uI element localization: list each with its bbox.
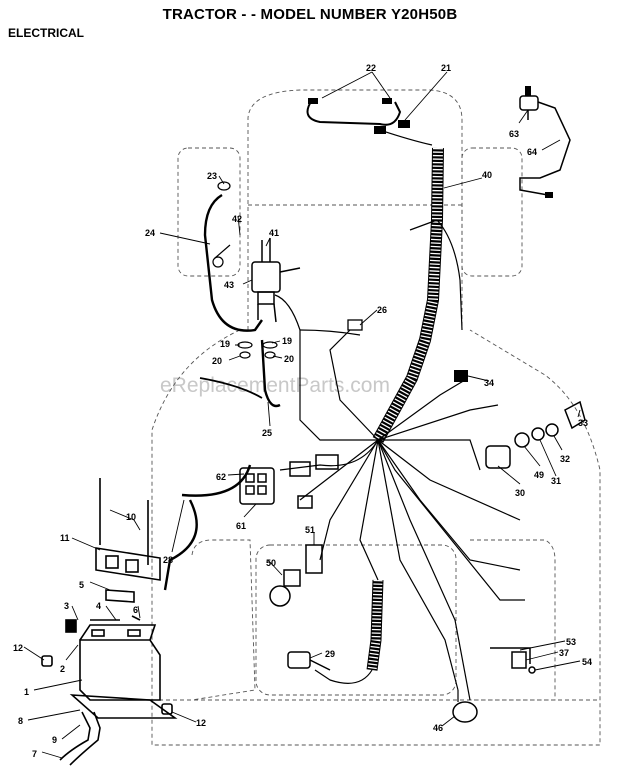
section-label: ELECTRICAL	[8, 26, 84, 40]
callout-62: 62	[216, 472, 226, 482]
callout-32: 32	[560, 454, 570, 464]
callout-33: 33	[578, 418, 588, 428]
watermark: eReplacementParts.com	[160, 374, 390, 397]
callout-30: 30	[515, 488, 525, 498]
callout-4: 4	[96, 601, 101, 611]
callout-53: 53	[566, 637, 576, 647]
callout-43: 43	[224, 280, 234, 290]
callout-3: 3	[64, 601, 69, 611]
diagram-title: TRACTOR - - MODEL NUMBER Y20H50B	[162, 6, 458, 23]
callout-25: 25	[262, 428, 272, 438]
tractor-outline	[151, 89, 601, 746]
callout-61: 61	[236, 521, 246, 531]
callout-21: 21	[441, 63, 451, 73]
callout-31: 31	[551, 476, 561, 486]
callout-51: 51	[305, 525, 315, 535]
callout-41: 41	[269, 228, 279, 238]
callout-9: 9	[52, 735, 57, 745]
callout-49: 49	[534, 470, 544, 480]
callout-50: 50	[266, 558, 276, 568]
callout-40: 40	[482, 170, 492, 180]
callout-63: 63	[509, 129, 519, 139]
callout-12-left: 12	[13, 643, 23, 653]
wiring-harness	[41, 86, 586, 766]
callout-5: 5	[79, 580, 84, 590]
callout-2: 2	[60, 664, 65, 674]
callout-19-right: 19	[282, 336, 292, 346]
callout-12-right: 12	[196, 718, 206, 728]
callout-11: 11	[60, 533, 70, 543]
callout-20-right: 20	[284, 354, 294, 364]
callout-24: 24	[145, 228, 155, 238]
callout-34: 34	[484, 378, 494, 388]
callout-42: 42	[232, 214, 242, 224]
callout-20-left: 20	[212, 356, 222, 366]
callout-28: 28	[163, 555, 173, 565]
callout-22: 22	[366, 63, 376, 73]
callout-8: 8	[18, 716, 23, 726]
callout-19-left: 19	[220, 339, 230, 349]
callout-1: 1	[24, 687, 29, 697]
callout-37: 37	[559, 648, 569, 658]
callout-54: 54	[582, 657, 592, 667]
callout-10: 10	[126, 512, 136, 522]
callout-7: 7	[32, 749, 37, 759]
callout-29: 29	[325, 649, 335, 659]
callout-26: 26	[377, 305, 387, 315]
callout-6: 6	[133, 605, 138, 615]
callout-64: 64	[527, 147, 537, 157]
callout-46: 46	[433, 723, 443, 733]
callout-numbers: 22 21 63 64 40 23 24 42 41 43 19 19 20 2…	[13, 63, 592, 759]
callout-23: 23	[207, 171, 217, 181]
